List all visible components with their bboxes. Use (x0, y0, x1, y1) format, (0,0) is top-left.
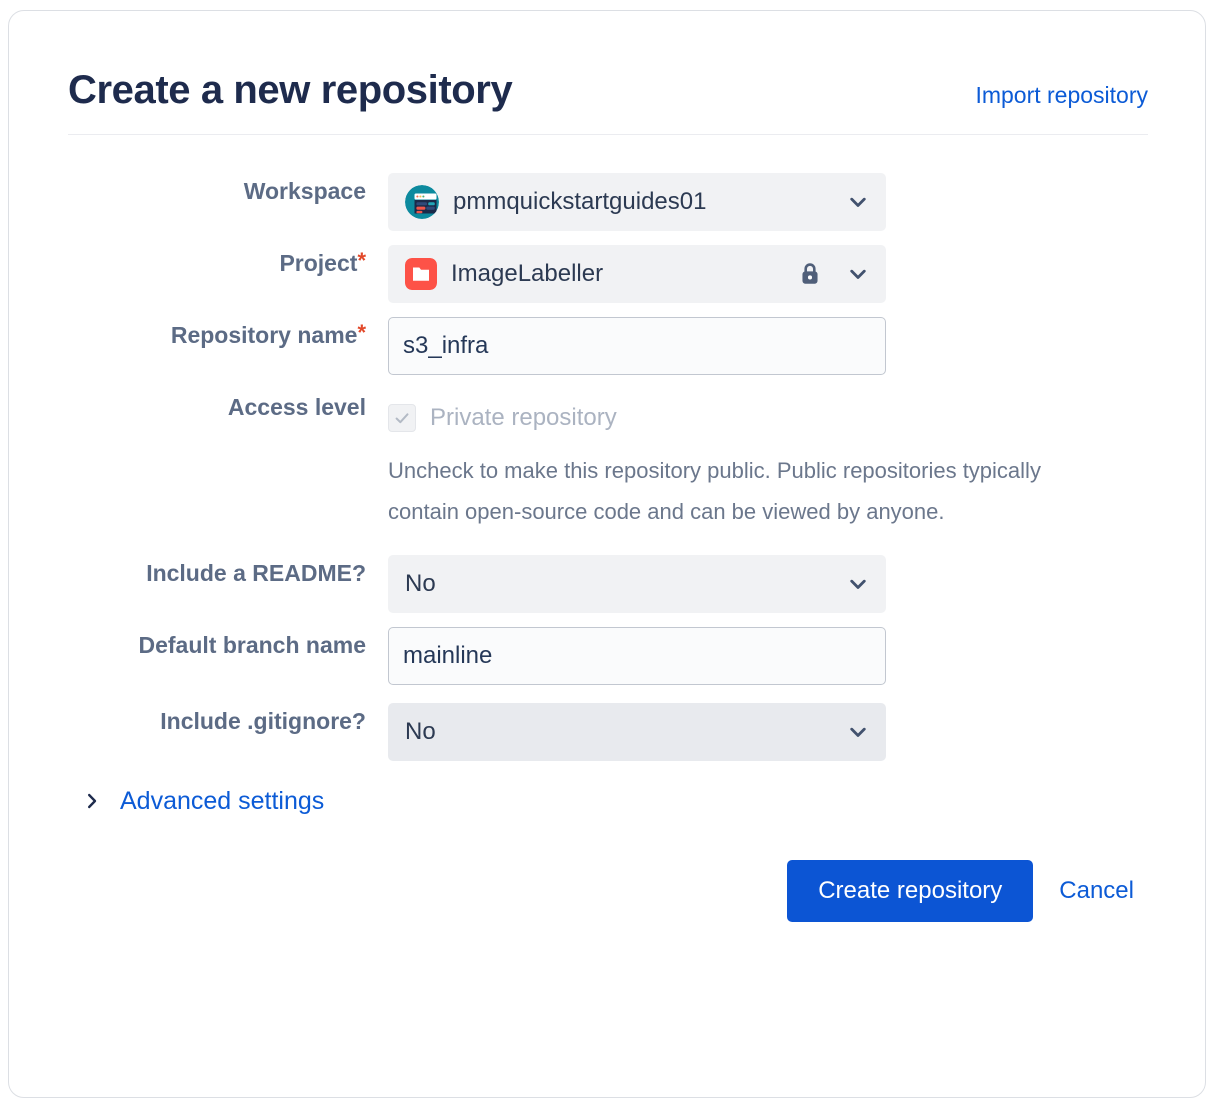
access-level-label: Access level (227, 394, 366, 420)
project-label: Project* (68, 245, 388, 282)
include-gitignore-value: No (405, 717, 436, 745)
access-level-control: Private repository Uncheck to make this … (388, 389, 1148, 533)
workspace-value: pmmquickstartguides01 (453, 188, 707, 215)
page-title: Create a new repository (68, 68, 513, 112)
chevron-down-icon (845, 261, 871, 287)
repository-name-label-text: Repository name (170, 322, 358, 348)
project-select[interactable]: ImageLabeller (388, 245, 886, 303)
include-gitignore-label: Include .gitignore? (160, 707, 366, 734)
import-repository-link[interactable]: Import repository (975, 81, 1148, 108)
default-branch-name-input[interactable] (388, 626, 886, 685)
cancel-button[interactable]: Cancel (1045, 877, 1148, 905)
project-folder-icon (405, 258, 437, 290)
check-icon (395, 413, 409, 424)
include-readme-label: Include a README? (146, 559, 366, 586)
private-repository-label: Private repository (430, 404, 617, 431)
form-row-default-branch-name: Default branch name (68, 626, 1148, 685)
workspace-avatar-icon (405, 185, 439, 219)
include-gitignore-select[interactable]: No (388, 702, 886, 761)
access-level-help-text: Uncheck to make this repository public. … (388, 458, 1041, 524)
include-gitignore-control: No (388, 702, 1148, 761)
chevron-down-icon (845, 189, 871, 215)
repository-name-required-marker: * (357, 320, 366, 345)
private-repository-checkbox-row[interactable]: Private repository (388, 389, 1148, 447)
project-required-marker: * (357, 248, 366, 273)
card-inner: Create a new repository Import repositor… (68, 68, 1148, 922)
form-row-project: Project* ImageLabeller (68, 245, 1148, 303)
private-repository-checkbox[interactable] (388, 404, 416, 432)
form-row-repository-name: Repository name* (68, 317, 1148, 375)
workspace-label: Workspace (243, 178, 366, 204)
advanced-settings-label: Advanced settings (120, 786, 325, 815)
form-row-include-gitignore: Include .gitignore? No (68, 702, 1148, 761)
include-readme-value: No (405, 569, 436, 597)
include-readme-select[interactable]: No (388, 554, 886, 613)
chevron-down-icon (845, 719, 871, 745)
advanced-settings-toggle[interactable]: Advanced settings (82, 787, 324, 816)
default-branch-name-label: Default branch name (138, 631, 367, 658)
repository-name-label: Repository name* (68, 317, 388, 354)
card-header: Create a new repository Import repositor… (68, 68, 1148, 135)
form-row-workspace: Workspace (68, 173, 1148, 231)
form-actions: Create repository Cancel (68, 859, 1148, 922)
workspace-select[interactable]: pmmquickstartguides01 (388, 173, 886, 231)
form-row-access-level: Access level Private repository Uncheck … (68, 389, 1148, 533)
repository-name-control (388, 317, 1148, 375)
repository-name-input[interactable] (388, 317, 886, 375)
project-value: ImageLabeller (451, 260, 604, 287)
chevron-right-icon (82, 791, 102, 811)
workspace-control: pmmquickstartguides01 (388, 173, 1148, 231)
include-readme-control: No (388, 554, 1148, 613)
create-repository-card: Create a new repository Import repositor… (8, 10, 1206, 1098)
form-row-include-readme: Include a README? No (68, 554, 1148, 613)
default-branch-name-control (388, 626, 1148, 685)
chevron-down-icon (845, 571, 871, 597)
lock-icon (797, 260, 823, 288)
project-control: ImageLabeller (388, 245, 1148, 303)
project-label-text: Project (279, 250, 358, 276)
create-repository-form: Workspace (68, 173, 1148, 922)
create-repository-button[interactable]: Create repository (787, 859, 1034, 922)
